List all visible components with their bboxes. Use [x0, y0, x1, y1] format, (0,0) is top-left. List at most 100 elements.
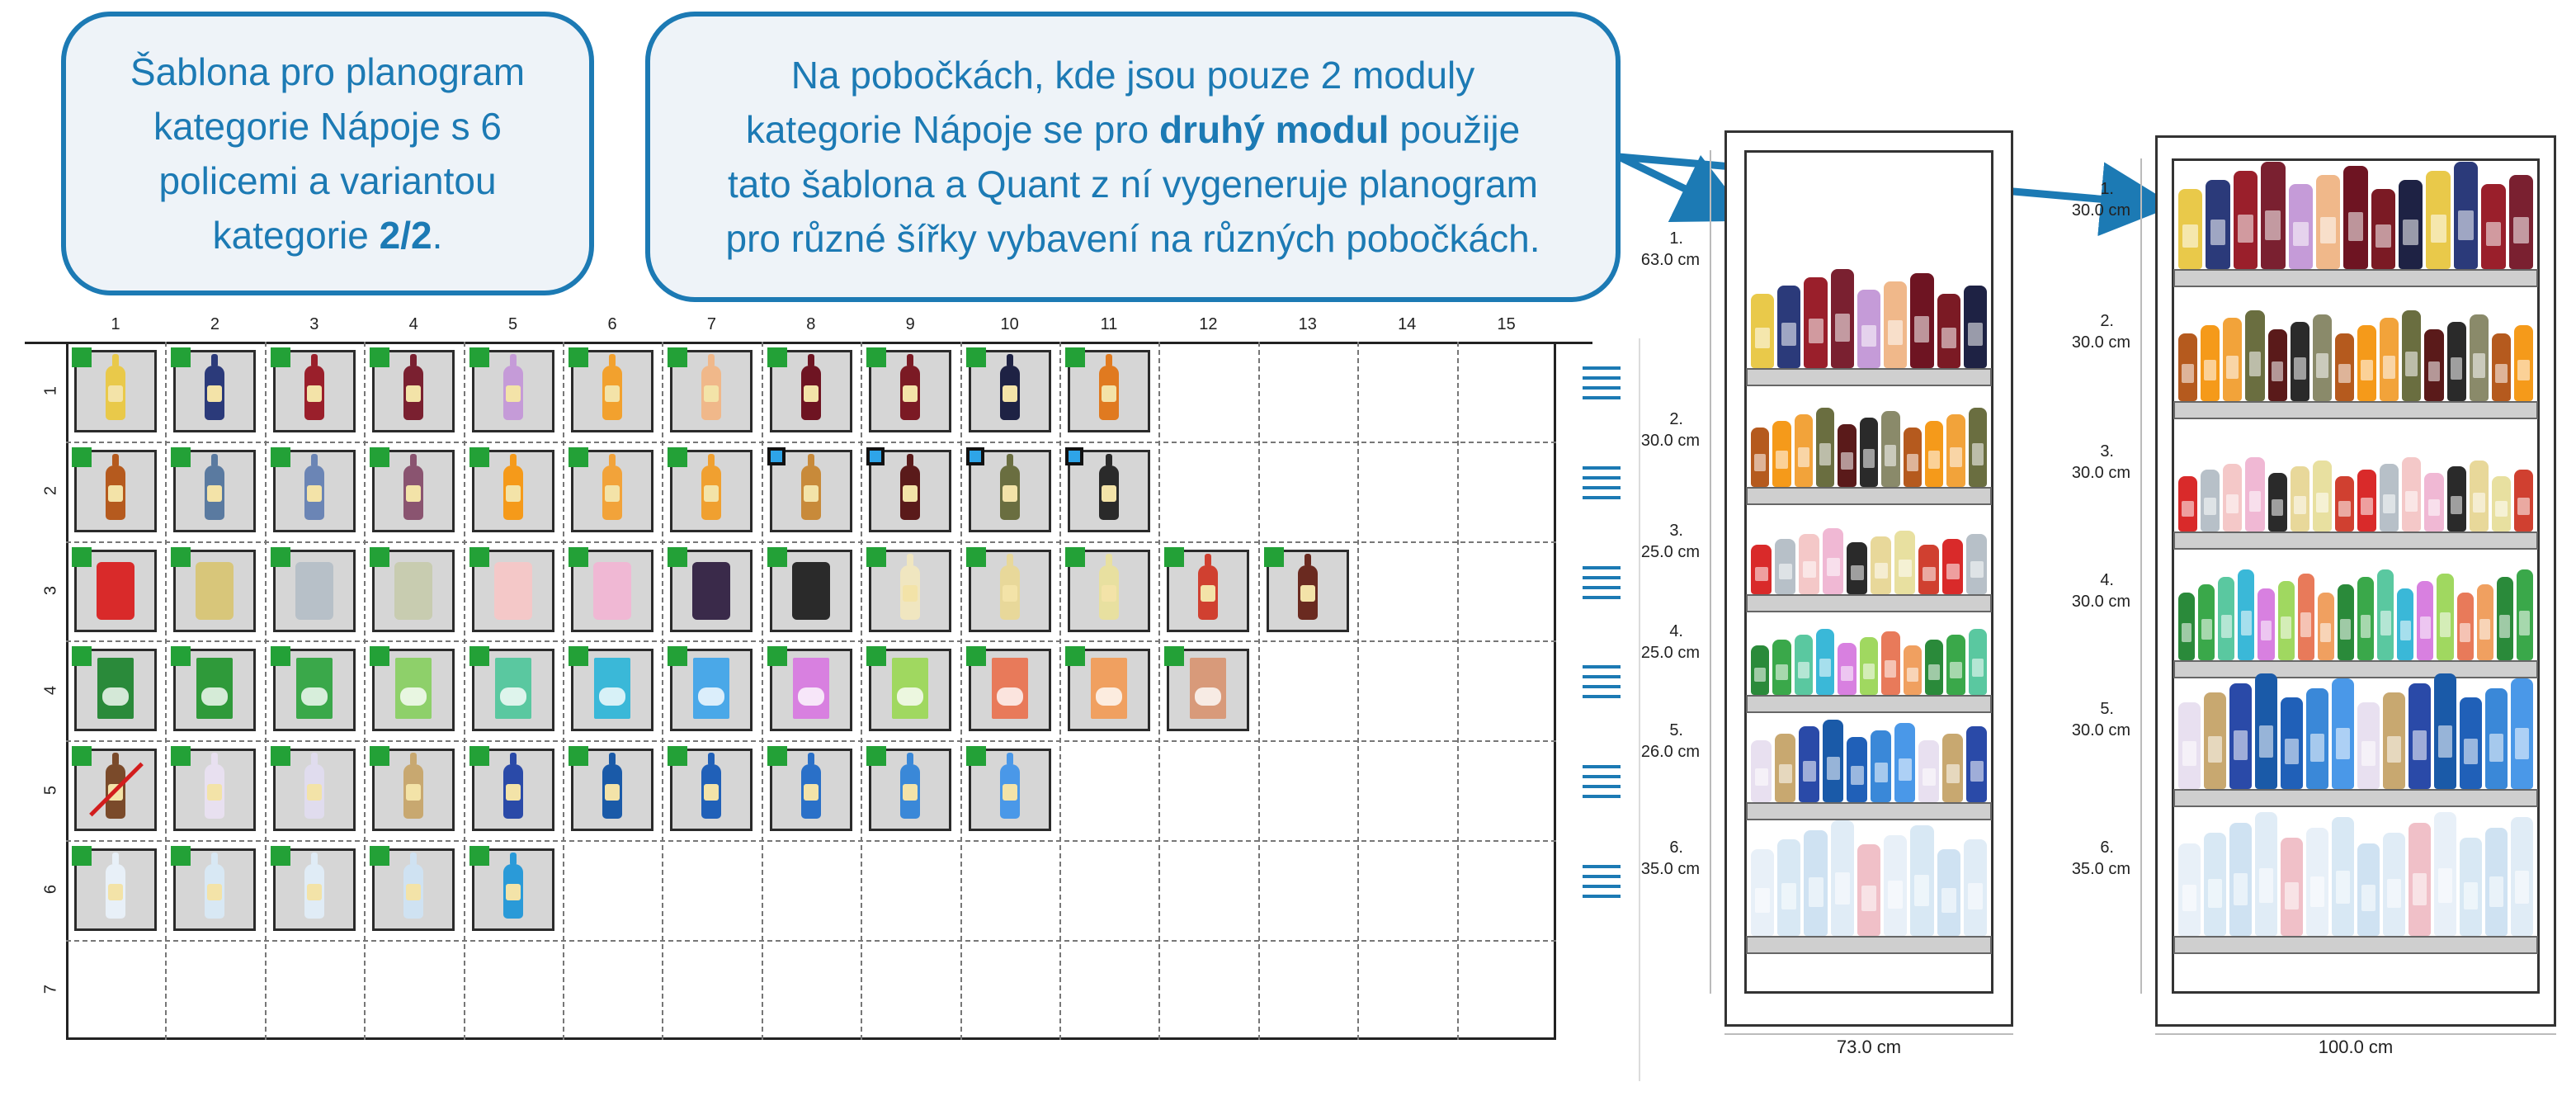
- product-cell[interactable]: [569, 646, 653, 732]
- product-cell[interactable]: [965, 746, 1051, 832]
- row-menu-icon[interactable]: [1583, 865, 1621, 901]
- shelf-product: [2434, 673, 2456, 789]
- product-cell[interactable]: [767, 546, 852, 632]
- shelf-label: 2.30.0 cm: [2048, 310, 2130, 353]
- product-cell[interactable]: [569, 446, 653, 532]
- product-cell[interactable]: [767, 347, 852, 432]
- product-cell[interactable]: [469, 746, 554, 832]
- product-image: [1297, 553, 1318, 620]
- product-cell[interactable]: [469, 347, 554, 432]
- product-cell[interactable]: [370, 347, 455, 432]
- product-cell[interactable]: [171, 646, 257, 732]
- product-cell[interactable]: [668, 746, 753, 832]
- position-tag: [668, 646, 688, 667]
- row-menu-icon[interactable]: [1583, 565, 1621, 602]
- column-number: 14: [1398, 315, 1417, 333]
- product-cell[interactable]: [72, 646, 157, 732]
- product-cell[interactable]: [965, 347, 1051, 432]
- product-cell[interactable]: [866, 746, 952, 832]
- product-cell[interactable]: [569, 746, 653, 832]
- shelf-product: [1871, 536, 1891, 594]
- product-cell[interactable]: [270, 746, 356, 832]
- product-cell[interactable]: [767, 746, 852, 832]
- product-cell[interactable]: [370, 646, 455, 732]
- shelf-product: [2383, 833, 2405, 936]
- product-cell[interactable]: [370, 446, 455, 532]
- shelf-product: [1937, 294, 1960, 368]
- shelf-product: [1823, 528, 1843, 594]
- position-tag: [569, 746, 588, 767]
- shelf-product: [2290, 321, 2309, 401]
- product-image: [304, 753, 324, 820]
- shelf-product: [1775, 539, 1795, 594]
- product-cell[interactable]: [965, 546, 1051, 632]
- shelf-product: [1924, 640, 1944, 695]
- shelf-product: [2229, 822, 2252, 936]
- product-cell[interactable]: [270, 646, 356, 732]
- product-cell[interactable]: [171, 746, 257, 832]
- product-cell[interactable]: [270, 446, 356, 532]
- shelf-product: [2337, 584, 2354, 660]
- shelf-product: [1777, 286, 1801, 368]
- product-cell[interactable]: [72, 846, 157, 931]
- product-cell[interactable]: [965, 446, 1051, 532]
- product-cell[interactable]: [668, 446, 753, 532]
- product-cell[interactable]: [1164, 646, 1250, 732]
- product-cell[interactable]: [668, 347, 753, 432]
- product-image: [106, 853, 125, 919]
- product-cell[interactable]: [866, 546, 952, 632]
- product-cell[interactable]: [270, 846, 356, 931]
- product-cell[interactable]: [1065, 347, 1150, 432]
- product-image: [395, 658, 432, 720]
- product-cell[interactable]: [1263, 546, 1349, 632]
- product-cell[interactable]: [171, 446, 257, 532]
- row-menu-icon[interactable]: [1583, 366, 1621, 403]
- product-cell[interactable]: [866, 446, 952, 532]
- product-cell[interactable]: [965, 646, 1051, 732]
- position-tag: [569, 546, 588, 567]
- product-cell[interactable]: [866, 646, 952, 732]
- product-cell[interactable]: [866, 347, 952, 432]
- product-cell[interactable]: [72, 746, 157, 832]
- row-menu-icon[interactable]: [1583, 765, 1621, 801]
- shelf-product: [2491, 475, 2511, 531]
- product-cell[interactable]: [767, 646, 852, 732]
- product-cell[interactable]: [370, 546, 455, 632]
- product-cell[interactable]: [767, 446, 852, 532]
- product-cell[interactable]: [270, 347, 356, 432]
- shelf-height: 35.0 cm: [1640, 860, 1700, 878]
- product-image: [97, 658, 134, 720]
- product-cell[interactable]: [370, 846, 455, 931]
- shelf-product: [2460, 838, 2482, 936]
- product-cell[interactable]: [1065, 546, 1150, 632]
- product-cell[interactable]: [469, 446, 554, 532]
- shelf-product: [2306, 687, 2328, 789]
- product-cell[interactable]: [668, 546, 753, 632]
- product-image: [1099, 354, 1119, 420]
- product-cell[interactable]: [72, 546, 157, 632]
- product-cell[interactable]: [469, 546, 554, 632]
- product-cell[interactable]: [370, 746, 455, 832]
- product-cell[interactable]: [1065, 646, 1150, 732]
- product-cell[interactable]: [171, 347, 257, 432]
- product-cell[interactable]: [469, 846, 554, 931]
- product-cell[interactable]: [569, 347, 653, 432]
- product-cell[interactable]: [72, 446, 157, 532]
- product-cell[interactable]: [569, 546, 653, 632]
- product-cell[interactable]: [171, 546, 257, 632]
- shelf-product: [1942, 539, 1963, 594]
- product-cell[interactable]: [270, 546, 356, 632]
- product-cell[interactable]: [668, 646, 753, 732]
- product-cell[interactable]: [1065, 446, 1150, 532]
- row-menu-icon[interactable]: [1583, 665, 1621, 702]
- product-cell[interactable]: [72, 347, 157, 432]
- product-cell[interactable]: [1164, 546, 1250, 632]
- row-menu-icon[interactable]: [1583, 465, 1621, 503]
- shelf-product: [1777, 839, 1801, 936]
- product-cell[interactable]: [469, 646, 554, 732]
- shelf-product: [1924, 421, 1944, 487]
- grid-column-line: [165, 342, 167, 1040]
- product-image: [205, 853, 225, 919]
- shelf-height: 25.0 cm: [1640, 644, 1700, 662]
- product-cell[interactable]: [171, 846, 257, 931]
